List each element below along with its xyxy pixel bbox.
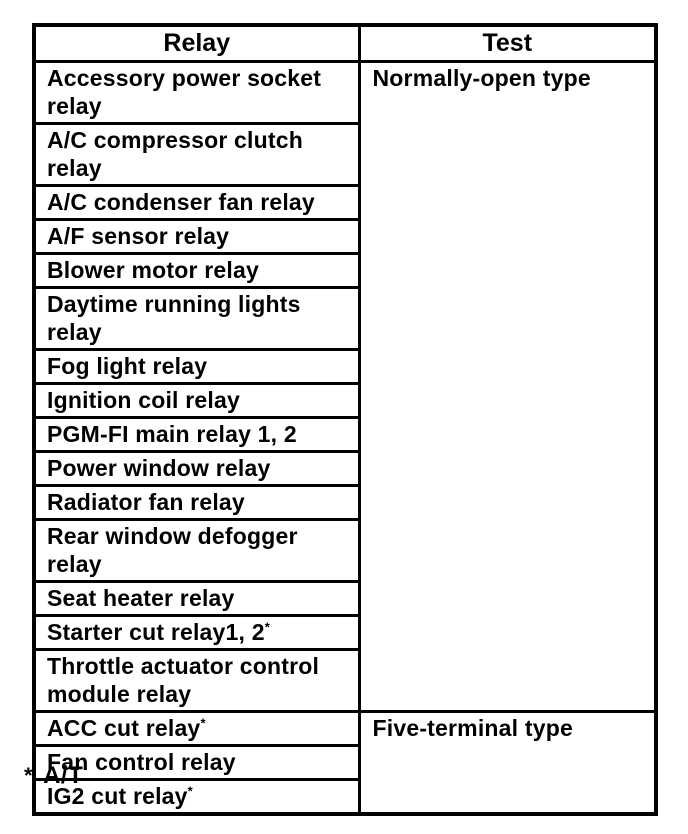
test-cell-normally-open: Normally-open type: [357, 60, 658, 713]
relay-cell: Daytime running lights relay: [32, 286, 361, 351]
test-column-header: Test: [357, 23, 658, 63]
table-row: Seat heater relay: [32, 580, 656, 617]
relay-label: Rear window defogger relay: [47, 523, 298, 577]
relay-cell: Blower motor relay: [32, 252, 361, 289]
relay-label: Ignition coil relay: [47, 387, 240, 413]
relay-label: Daytime running lights relay: [47, 291, 301, 345]
table-row: Blower motor relay: [32, 252, 656, 289]
relay-label: Fan control relay: [47, 749, 236, 775]
relay-label: Blower motor relay: [47, 257, 259, 283]
relay-label: IG2 cut relay: [47, 783, 188, 809]
table-row: A/C condenser fan relay: [32, 184, 656, 221]
relay-cell: Starter cut relay1, 2*: [32, 614, 361, 651]
relay-cell: Power window relay: [32, 450, 361, 487]
relay-cell: A/C condenser fan relay: [32, 184, 361, 221]
table-row: Ignition coil relay: [32, 382, 656, 419]
relay-cell: PGM-FI main relay 1, 2: [32, 416, 361, 453]
relay-cell: A/F sensor relay: [32, 218, 361, 255]
relay-label: Throttle actuator control module relay: [47, 653, 320, 707]
relay-cell: IG2 cut relay*: [32, 778, 361, 816]
footnote-marker: *: [200, 715, 206, 731]
table-row: Fog light relay: [32, 348, 656, 385]
table-row: IG2 cut relay*: [32, 778, 656, 816]
table-row: Power window relay: [32, 450, 656, 487]
relay-cell: Fan control relay: [32, 744, 361, 781]
table-row: PGM-FI main relay 1, 2: [32, 416, 656, 453]
test-cell-five-terminal: Five-terminal type: [357, 710, 658, 816]
table-header-row: Relay Test: [32, 23, 658, 63]
relay-cell: Throttle actuator control module relay: [32, 648, 361, 713]
table-row: A/C compressor clutch relay: [32, 122, 656, 187]
relay-cell: Rear window defogger relay: [32, 518, 361, 583]
relay-label: Power window relay: [47, 455, 271, 481]
table-row: Rear window defogger relay: [32, 518, 656, 583]
asterisk-marker: *: [24, 763, 34, 788]
relay-label: PGM-FI main relay 1, 2: [47, 421, 297, 447]
table-row: Throttle actuator control module relay: [32, 648, 656, 713]
relay-cell: A/C compressor clutch relay: [32, 122, 361, 187]
footnote-text: A/T: [43, 762, 84, 789]
relay-cell: Radiator fan relay: [32, 484, 361, 521]
relay-cell: Accessory power socket relay: [32, 60, 361, 125]
table-row: A/F sensor relay: [32, 218, 656, 255]
relay-test-table: Relay Test Accessory power socket relay …: [32, 23, 658, 816]
relay-column-header: Relay: [32, 23, 361, 63]
relay-cell: Ignition coil relay: [32, 382, 361, 419]
table-row: Daytime running lights relay: [32, 286, 656, 351]
relay-label: Accessory power socket relay: [47, 65, 322, 119]
table-footnote: * A/T: [24, 762, 83, 790]
footnote-marker: *: [264, 619, 270, 635]
relay-label: Seat heater relay: [47, 585, 235, 611]
relay-label: ACC cut relay: [47, 715, 201, 741]
relay-label: A/F sensor relay: [47, 223, 230, 249]
relay-cell: Fog light relay: [32, 348, 361, 385]
relay-label: A/C condenser fan relay: [47, 189, 315, 215]
table-row: Accessory power socket relay Normally-op…: [32, 60, 658, 713]
relay-label: Radiator fan relay: [47, 489, 245, 515]
relay-label: A/C compressor clutch relay: [47, 127, 303, 181]
relay-label: Fog light relay: [47, 353, 208, 379]
relay-label: Starter cut relay1, 2: [47, 619, 265, 645]
table-row: Starter cut relay1, 2*: [32, 614, 656, 651]
table-row: Fan control relay: [32, 744, 656, 781]
table-row: Radiator fan relay: [32, 484, 656, 521]
footnote-marker: *: [187, 783, 193, 799]
table-row: ACC cut relay* Five-terminal type: [32, 710, 658, 816]
relay-cell: ACC cut relay*: [32, 710, 361, 747]
relay-cell: Seat heater relay: [32, 580, 361, 617]
